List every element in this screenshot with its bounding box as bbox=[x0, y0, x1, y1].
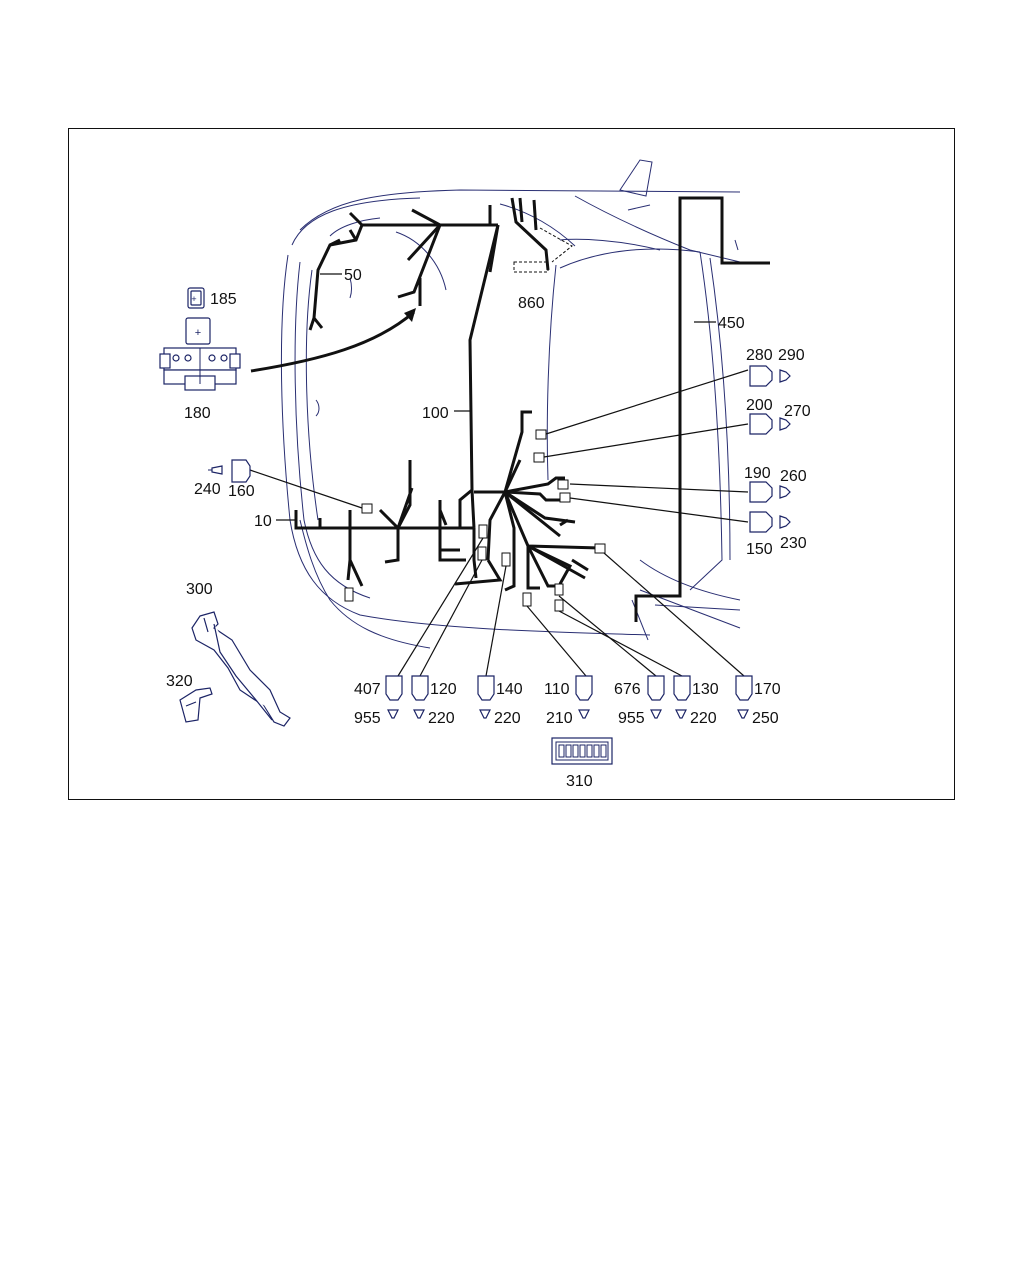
diagram-frame bbox=[68, 128, 955, 800]
label-130: 130 bbox=[692, 681, 719, 698]
label-310: 310 bbox=[566, 773, 593, 790]
label-180: 180 bbox=[184, 405, 211, 422]
connector-150-230 bbox=[749, 511, 791, 533]
connector-160 bbox=[208, 459, 251, 483]
label-320: 320 bbox=[166, 673, 193, 690]
label-450: 450 bbox=[718, 315, 745, 332]
label-300: 300 bbox=[186, 581, 213, 598]
label-676: 676 bbox=[614, 681, 641, 698]
label-10: 10 bbox=[254, 513, 272, 530]
fuse-box-part-180: + + bbox=[159, 287, 241, 391]
label-185: 185 bbox=[210, 291, 237, 308]
label-220c: 220 bbox=[690, 710, 717, 727]
label-110: 110 bbox=[544, 681, 570, 698]
label-280: 280 bbox=[746, 347, 773, 364]
label-270: 270 bbox=[784, 403, 811, 420]
label-220b: 220 bbox=[494, 710, 521, 727]
clip-320 bbox=[179, 687, 213, 723]
label-230: 230 bbox=[780, 535, 807, 552]
harness-connectors bbox=[344, 227, 606, 612]
connector-200-270 bbox=[749, 413, 791, 435]
bottom-connectors bbox=[385, 675, 753, 719]
label-170: 170 bbox=[754, 681, 781, 698]
label-250: 250 bbox=[752, 710, 779, 727]
label-140: 140 bbox=[496, 681, 523, 698]
label-860: 860 bbox=[518, 295, 545, 312]
label-407: 407 bbox=[354, 681, 381, 698]
connector-190-260 bbox=[749, 481, 791, 503]
label-160: 160 bbox=[228, 483, 255, 500]
label-200: 200 bbox=[746, 397, 773, 414]
label-100: 100 bbox=[422, 405, 449, 422]
label-955b: 955 bbox=[618, 710, 645, 727]
label-220a: 220 bbox=[428, 710, 455, 727]
terminal-block-310 bbox=[551, 737, 613, 765]
part-labels: 50 860 450 185 180 100 280 290 200 270 1… bbox=[166, 267, 811, 790]
leader-lines bbox=[249, 273, 749, 677]
cable-duct-300 bbox=[191, 611, 291, 727]
label-240: 240 bbox=[194, 481, 221, 498]
label-955a: 955 bbox=[354, 710, 381, 727]
wire-harness bbox=[250, 196, 770, 622]
label-260: 260 bbox=[780, 468, 807, 485]
connector-280-290 bbox=[749, 365, 791, 387]
label-190: 190 bbox=[744, 465, 771, 482]
label-120: 120 bbox=[430, 681, 457, 698]
svg-text:+: + bbox=[191, 294, 196, 304]
svg-text:+: + bbox=[195, 327, 201, 339]
label-150: 150 bbox=[746, 541, 773, 558]
label-210: 210 bbox=[546, 710, 573, 727]
label-50: 50 bbox=[344, 267, 362, 284]
label-290: 290 bbox=[778, 347, 805, 364]
